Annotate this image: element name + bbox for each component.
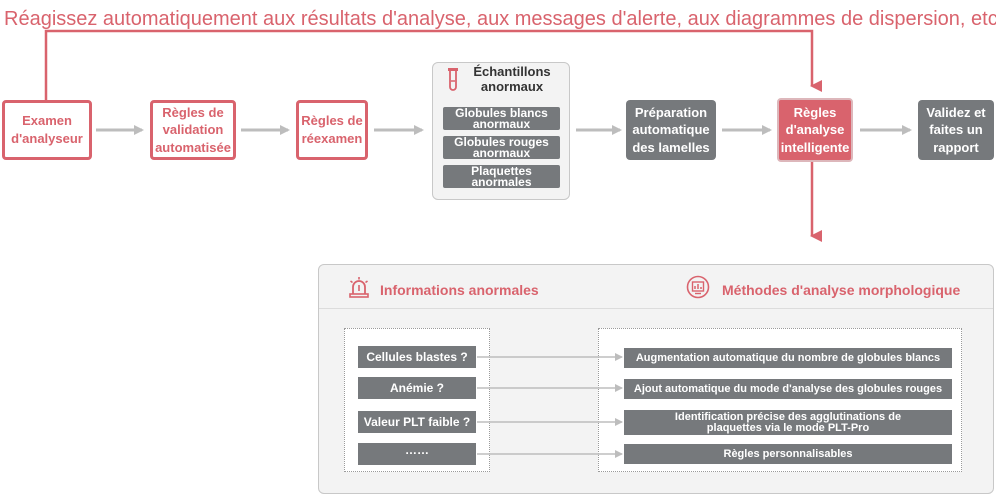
info-header: Informations anormales bbox=[380, 282, 539, 298]
abnormal-samples-title: Échantillons anormaux bbox=[473, 64, 551, 94]
info-item-low-plt: Valeur PLT faible ? bbox=[358, 411, 476, 433]
method-item-custom-rules: Règles personnalisables bbox=[624, 444, 952, 464]
analysis-chart-icon bbox=[686, 275, 710, 299]
abnormal-plt-box: Plaquettes anormales bbox=[443, 165, 560, 188]
validate-report-box: Validez et faites un rapport bbox=[918, 100, 994, 160]
method-item-plt-pro: Identification précise des agglutination… bbox=[624, 410, 952, 435]
reexam-rules-box: Règles de réexamen bbox=[296, 100, 368, 160]
abnormal-rbc-box: Globules rouges anormaux bbox=[443, 136, 560, 159]
smart-rules-box: Règles d'analyse intelligente bbox=[777, 98, 853, 162]
validation-rules-box: Règles de validation automatisée bbox=[150, 100, 236, 160]
analyzer-exam-box: Examen d'analyseur bbox=[2, 100, 92, 160]
method-item-wbc-count: Augmentation automatique du nombre de gl… bbox=[624, 348, 952, 368]
slide-prep-box: Préparation automatique des lamelles bbox=[626, 100, 716, 160]
alarm-light-icon bbox=[349, 277, 369, 298]
page-title: Réagissez automatiquement aux résultats … bbox=[4, 8, 996, 30]
feedback-loop-line bbox=[44, 29, 822, 100]
info-item-more: …… bbox=[358, 443, 476, 465]
method-item-rbc-mode: Ajout automatique du mode d'analyse des … bbox=[624, 379, 952, 399]
info-item-anemia: Anémie ? bbox=[358, 377, 476, 399]
info-item-blasts: Cellules blastes ? bbox=[358, 346, 476, 368]
abnormal-wbc-box: Globules blancs anormaux bbox=[443, 107, 560, 130]
method-header: Méthodes d'analyse morphologique bbox=[722, 282, 961, 298]
panel-divider bbox=[319, 308, 993, 309]
test-tube-icon bbox=[448, 68, 458, 91]
